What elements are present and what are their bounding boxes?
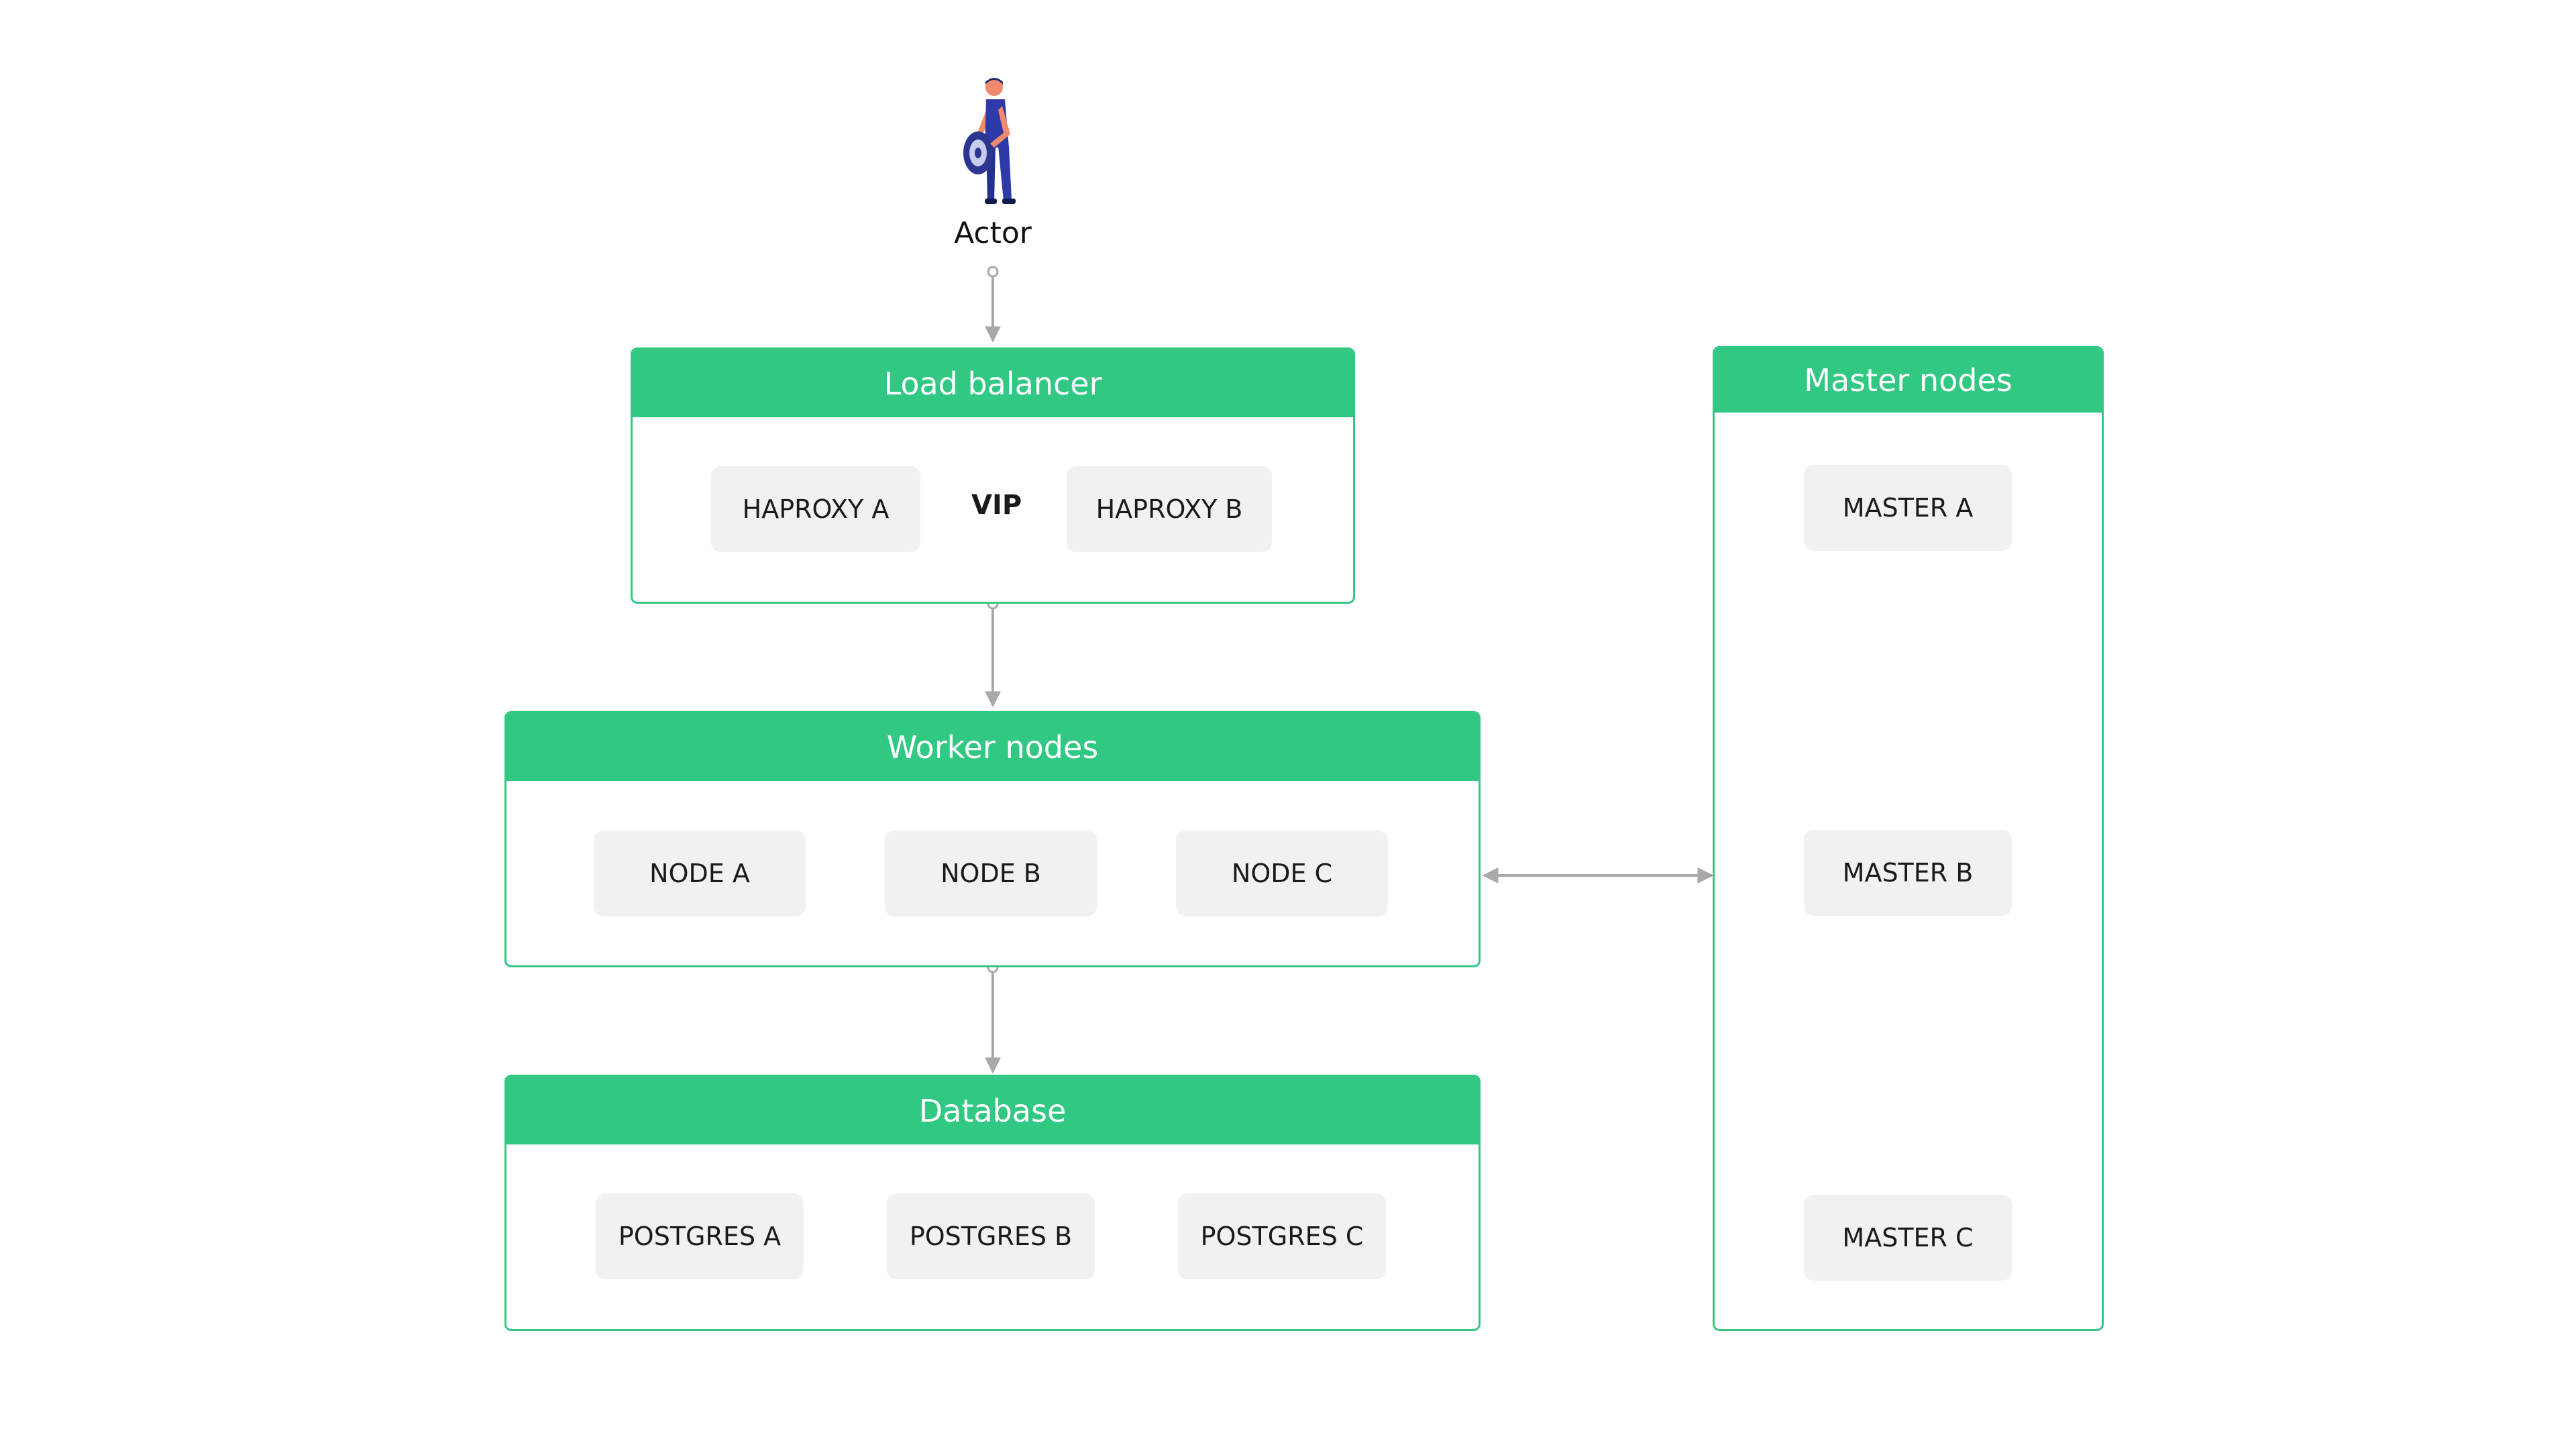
load-balancer-to-workers-connector — [985, 598, 1001, 708]
database-group: Database POSTGRES A POSTGRES B POSTGRES … — [504, 1075, 1481, 1331]
master-a-node[interactable]: MASTER A — [1804, 465, 2012, 551]
actor-icon — [963, 78, 1016, 204]
workers-to-database-connector — [985, 961, 1001, 1074]
master-c-node[interactable]: MASTER C — [1804, 1195, 2012, 1281]
haproxy-b-node[interactable]: HAPROXY B — [1067, 466, 1272, 552]
vip-label: VIP — [971, 490, 1022, 521]
master-nodes-group: Master nodes MASTER A MASTER B MASTER C — [1713, 346, 2104, 1331]
actor-label: Actor — [954, 216, 1032, 250]
actor-to-load-balancer-connector — [985, 266, 1001, 343]
postgres-a-node[interactable]: POSTGRES A — [596, 1193, 804, 1279]
master-nodes-header: Master nodes — [1715, 348, 2102, 413]
master-b-node[interactable]: MASTER B — [1804, 830, 2012, 916]
node-b[interactable]: NODE B — [885, 830, 1097, 916]
node-c[interactable]: NODE C — [1176, 830, 1388, 916]
postgres-b-node[interactable]: POSTGRES B — [887, 1193, 1095, 1279]
node-a[interactable]: NODE A — [594, 830, 806, 916]
worker-nodes-group: Worker nodes NODE A NODE B NODE C — [504, 711, 1481, 967]
worker-nodes-header: Worker nodes — [506, 713, 1479, 781]
database-header: Database — [506, 1077, 1479, 1144]
load-balancer-group: Load balancer HAPROXY A HAPROXY B — [631, 347, 1355, 604]
haproxy-a-node[interactable]: HAPROXY A — [711, 466, 920, 552]
load-balancer-header: Load balancer — [633, 350, 1353, 417]
postgres-c-node[interactable]: POSTGRES C — [1178, 1193, 1386, 1279]
